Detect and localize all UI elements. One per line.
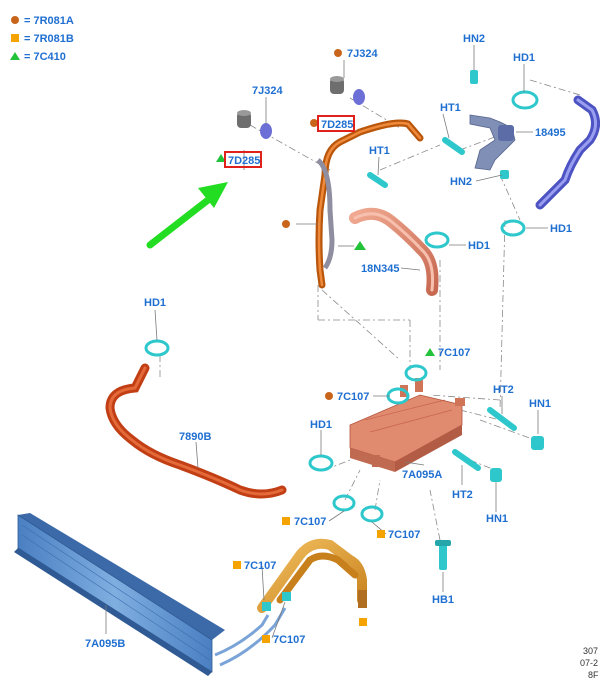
cooler-7a095b (14, 513, 287, 676)
circle-marker-icon (310, 119, 318, 127)
part-labels: HN2 HD1 7J324 7J324 7D285 7D285 HT1 HT1 … (85, 33, 572, 650)
label-hn1-b: HN1 (486, 513, 508, 525)
bolt-icon (452, 449, 481, 471)
triangle-marker-icon (354, 241, 366, 250)
triangle-marker-icon (425, 348, 435, 356)
circle-marker-icon (282, 220, 290, 228)
clip-icon (282, 592, 291, 601)
stamp-line-3: 8F (588, 670, 599, 680)
label-hd1-right: HD1 (550, 223, 572, 235)
label-7j324-top: 7J324 (347, 48, 378, 60)
bolt-icon (367, 172, 388, 188)
clamp-icon (308, 454, 334, 472)
clamp-icon (511, 90, 539, 110)
label-7c107-a: 7C107 (438, 347, 470, 359)
nut-icon (490, 468, 502, 482)
legend: = 7R081A = 7R081B = 7C410 (10, 15, 74, 63)
bolt-icon (442, 137, 465, 155)
drawing-stamp: 307 07-2 8F (580, 646, 599, 680)
heat-exchanger-7a095a (349, 378, 465, 472)
legend-square-icon (11, 34, 19, 42)
square-marker-icon (377, 530, 385, 538)
circle-marker-icon (334, 49, 342, 57)
clamp-icon (424, 231, 450, 249)
label-hn2-mid: HN2 (450, 176, 472, 188)
label-7a095b: 7A095B (85, 638, 125, 650)
legend-item-7r081a: = 7R081A (24, 15, 74, 27)
label-7a095a: 7A095A (402, 469, 442, 481)
hose-18n345 (349, 207, 439, 296)
seal-icon (260, 123, 272, 139)
square-marker-icon (262, 635, 270, 643)
label-7d285-mid: 7D285 (321, 119, 353, 131)
cap-icon (330, 78, 344, 94)
label-hd1-mid: HD1 (468, 240, 490, 252)
label-7d285-left: 7D285 (228, 155, 260, 167)
label-7c107-f: 7C107 (273, 634, 305, 646)
label-hn1-a: HN1 (529, 398, 551, 410)
label-7c107-c: 7C107 (294, 516, 326, 528)
cap-icon (237, 112, 251, 128)
label-7c107-d: 7C107 (388, 529, 420, 541)
square-marker-icon (233, 561, 241, 569)
label-7c107-e: 7C107 (244, 560, 276, 572)
fasteners (367, 70, 544, 570)
legend-circle-icon (11, 16, 19, 24)
stamp-line-1: 307 (583, 646, 598, 656)
stamp-line-2: 07-2 (580, 658, 598, 668)
triangle-marker-icon (216, 154, 226, 162)
label-hd1-left: HD1 (144, 297, 166, 309)
bracket-18495 (469, 114, 516, 171)
nut-icon (470, 70, 478, 84)
callout-box-7d285-mid (317, 115, 355, 132)
hose-purple (535, 95, 600, 210)
legend-item-7c410: = 7C410 (24, 51, 66, 63)
caps (237, 76, 365, 139)
symbol-markers (216, 49, 435, 643)
label-7c107-b: 7C107 (337, 391, 369, 403)
label-hb1: HB1 (432, 594, 454, 606)
label-ht1-mid: HT1 (369, 145, 390, 157)
square-marker-icon (359, 618, 367, 626)
clip-icon (262, 602, 271, 611)
label-18n345: 18N345 (361, 263, 400, 275)
label-18495: 18495 (535, 127, 566, 139)
nut-icon (531, 436, 544, 450)
label-7j324-left: 7J324 (252, 85, 283, 97)
clamp-icon (404, 364, 428, 382)
callout-box-7d285-left (224, 151, 262, 168)
label-7890b: 7890B (179, 431, 211, 443)
label-ht2-b: HT2 (452, 489, 473, 501)
green-arrow-icon (146, 182, 228, 249)
label-ht1-top: HT1 (440, 102, 461, 114)
label-hd1-top: HD1 (513, 52, 535, 64)
clamp-icon (144, 339, 170, 357)
clamp-icon (360, 505, 384, 523)
clamp-icon (332, 494, 356, 512)
seal-icon (353, 89, 365, 105)
label-ht2-a: HT2 (493, 384, 514, 396)
pipe-assembly (257, 538, 367, 613)
legend-triangle-icon (10, 52, 20, 60)
clamp-icon (500, 219, 526, 237)
nut-icon (500, 170, 509, 179)
bolt-icon (487, 407, 517, 431)
hose-7d285 (315, 119, 424, 289)
legend-item-7r081b: = 7R081B (24, 33, 74, 45)
clamps (144, 90, 539, 611)
label-hn2-top: HN2 (463, 33, 485, 45)
square-marker-icon (282, 517, 290, 525)
hose-7890b (105, 363, 287, 499)
bolt-icon (439, 540, 447, 570)
circle-marker-icon (325, 392, 333, 400)
label-hd1-low: HD1 (310, 419, 332, 431)
